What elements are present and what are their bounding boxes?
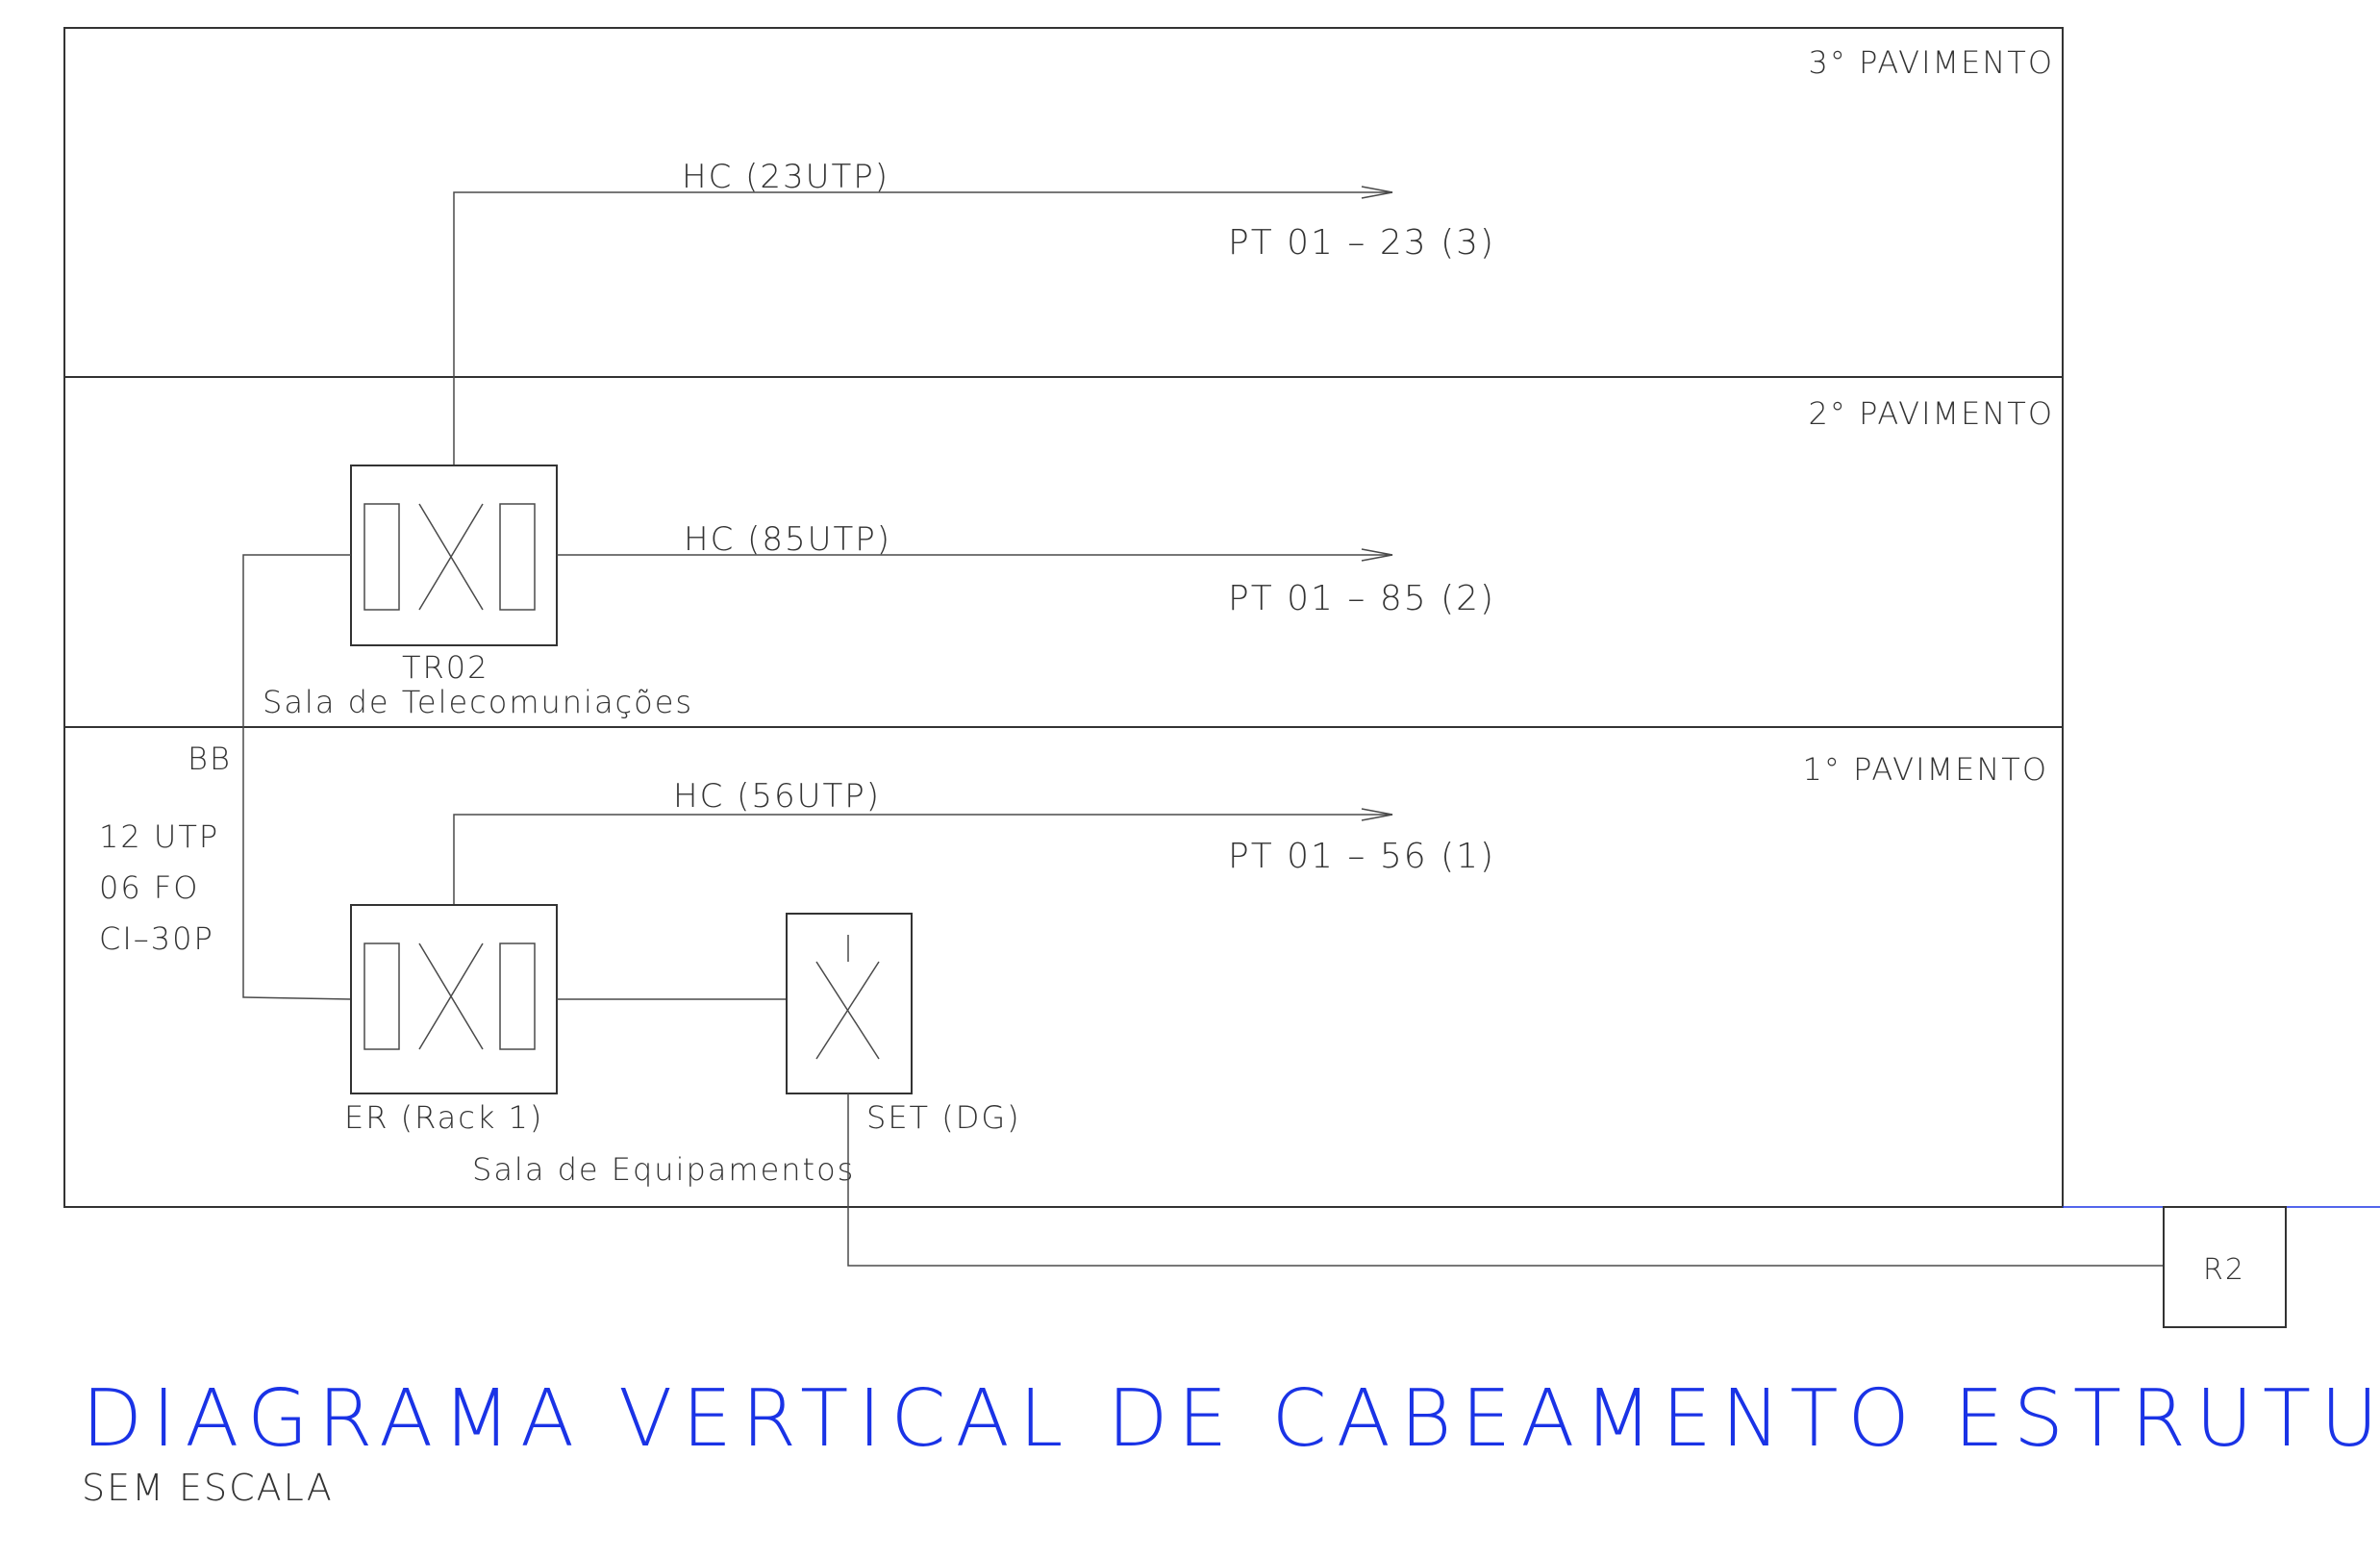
er-room-label: Sala de Equipamentos	[472, 1151, 855, 1188]
er-patch-panel-left	[363, 942, 400, 1050]
hc-line-floor-3	[453, 191, 1392, 465]
pt-label-floor-3: PT 01 – 23 (3)	[1228, 223, 1495, 263]
hc-line-floor-1	[453, 814, 1392, 905]
hc-arrow-floor-2	[1361, 548, 1393, 562]
tr02-patch-panel-right	[499, 503, 536, 611]
r2-label: R2	[2203, 1253, 2245, 1287]
tr02-rack	[350, 465, 558, 646]
tr02-code: TR02	[402, 649, 489, 686]
tr02-cross-b	[418, 503, 484, 611]
set-dg-box	[786, 913, 913, 1094]
hc-arrow-floor-1	[1361, 808, 1393, 821]
diagram-subtitle: SEM ESCALA	[82, 1467, 334, 1509]
er-code: ER (Rack 1)	[344, 1099, 543, 1136]
backbone-label: BB	[188, 741, 232, 777]
set-r2-link	[847, 1093, 2164, 1267]
set-code: SET (DG)	[866, 1099, 1021, 1136]
backbone-line-ci: CI–30P	[99, 920, 214, 957]
building-outline	[63, 27, 2064, 1208]
pt-label-floor-1: PT 01 – 56 (1)	[1228, 837, 1495, 876]
set-cross-b	[815, 961, 880, 1060]
tr02-room-label: Sala de Telecomuniações	[263, 684, 693, 720]
tr02-patch-panel-left	[363, 503, 400, 611]
floor-2-label: 2° PAVIMENTO	[1809, 395, 2054, 432]
diagram-title: DIAGRAMA VERTICAL DE CABEAMENTO ESTRUTUR…	[82, 1373, 2380, 1465]
hc-label-floor-2: HC (85UTP)	[684, 520, 891, 559]
r2-box	[2163, 1206, 2287, 1328]
floor-3-label: 3° PAVIMENTO	[1809, 44, 2054, 81]
hc-label-floor-1: HC (56UTP)	[673, 777, 881, 816]
hc-label-floor-3: HC (23UTP)	[682, 158, 889, 196]
er-patch-panel-right	[499, 942, 536, 1050]
backbone-line-fo: 06 FO	[99, 869, 199, 906]
er-cross-b	[418, 942, 484, 1050]
floor-1-label: 1° PAVIMENTO	[1803, 751, 2048, 788]
backbone-line-utp: 12 UTP	[99, 818, 219, 855]
er-rack	[350, 904, 558, 1094]
hc-arrow-floor-3	[1361, 186, 1393, 199]
pt-label-floor-2: PT 01 – 85 (2)	[1228, 579, 1495, 618]
backbone-line	[242, 554, 352, 1000]
